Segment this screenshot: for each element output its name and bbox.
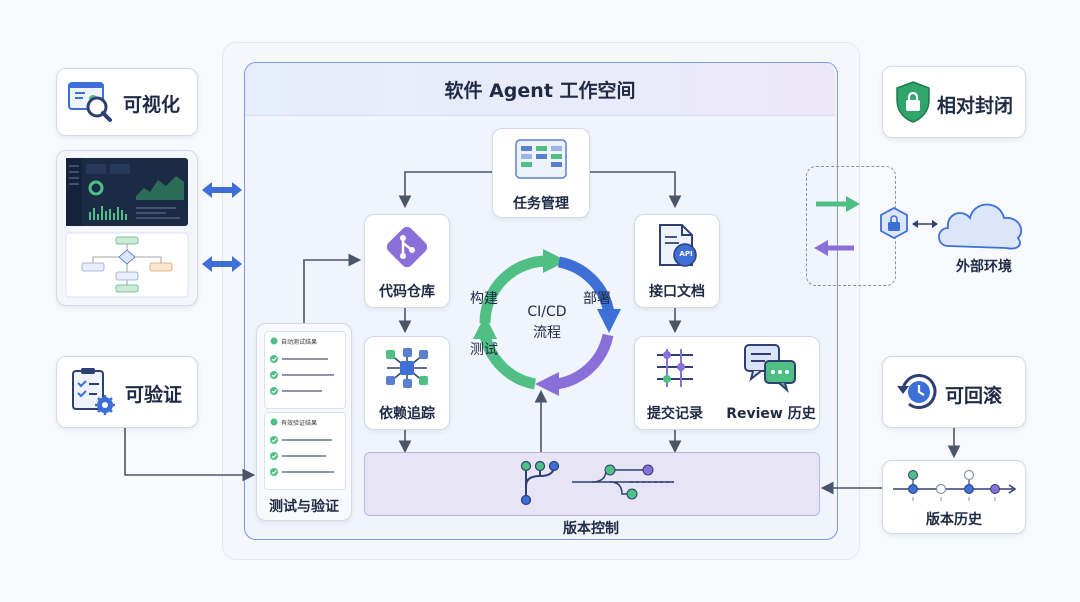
cicd-cycle: [473, 249, 621, 396]
version-history-graph-icon: [893, 469, 1017, 501]
code-repo-node: 代码仓库: [364, 214, 450, 308]
visualize-label: 可视化: [123, 94, 181, 116]
commit-log-label: 提交记录: [647, 406, 703, 422]
kanban-board-icon: [515, 139, 567, 179]
dependency-label: 依赖追踪: [379, 406, 435, 422]
rollback-clock-icon: [897, 374, 937, 409]
git-icon: [386, 226, 428, 268]
checklist-gear-icon: [72, 368, 115, 415]
version-branch-icon: [520, 460, 560, 506]
dependency-graph-icon: [386, 348, 428, 388]
api-badge-text: API: [679, 250, 693, 258]
workspace-title: 软件 Agent 工作空间: [444, 80, 636, 102]
validity-title: 有效验证结果: [281, 420, 318, 427]
task-mgmt-node: 任务管理: [492, 128, 590, 218]
version-graph-icon: [572, 464, 674, 500]
workspace-header: [245, 63, 835, 116]
isolation-flow: [814, 196, 1023, 256]
validity-checklist: [270, 418, 334, 476]
cicd-build-label: 构建: [470, 291, 498, 307]
rollback-card: 可回滚: [882, 356, 1026, 428]
test-verify-panel: 自动测试结果 有效验证结果 测试与验证: [256, 323, 352, 521]
dashboard-preview-panel: [56, 150, 198, 306]
auto-test-title: 自动测试结果: [281, 339, 318, 346]
cicd-center-line2: 流程: [533, 325, 561, 341]
api-doc-icon: [659, 224, 697, 267]
auto-test-result-box: 自动测试结果: [264, 331, 346, 409]
version-history-card: 版本历史: [882, 460, 1026, 534]
version-control-bar: [364, 452, 820, 516]
verify-label: 可验证: [125, 384, 183, 406]
code-repo-label: 代码仓库: [379, 284, 435, 300]
api-docs-node: API 接口文档: [634, 214, 720, 308]
verify-card: 可验证: [56, 356, 198, 428]
closed-card: 相对封闭: [882, 66, 1026, 138]
validity-result-box: 有效验证结果: [264, 412, 346, 490]
auto-test-checklist: [270, 337, 334, 395]
cicd-center-line1: CI/CD: [527, 304, 567, 320]
review-history-label: Review 历史: [726, 406, 816, 422]
dashboard-preview: [66, 158, 188, 226]
closed-label: 相对封闭: [937, 95, 1014, 117]
test-verify-label: 测试与验证: [269, 499, 339, 515]
external-label: 外部环境: [956, 259, 1012, 275]
flowchart-preview: [65, 232, 189, 298]
review-chat-icon: [744, 344, 796, 393]
visualize-icon: [68, 82, 112, 122]
task-mgmt-label: 任务管理: [513, 196, 569, 212]
dependency-node: 依赖追踪: [364, 336, 450, 430]
commit-review-node: 提交记录 Review 历史: [634, 336, 820, 430]
api-docs-label: 接口文档: [649, 284, 705, 300]
rollback-label: 可回滚: [945, 385, 1003, 407]
cicd-deploy-label: 部署: [583, 291, 611, 307]
version-control-label: 版本控制: [563, 521, 619, 537]
cicd-test-label: 测试: [470, 342, 498, 358]
commit-timeline-icon: [657, 349, 693, 387]
version-history-label: 版本历史: [926, 512, 982, 528]
visualize-card: 可视化: [56, 68, 198, 136]
shield-lock-icon: [896, 81, 930, 123]
